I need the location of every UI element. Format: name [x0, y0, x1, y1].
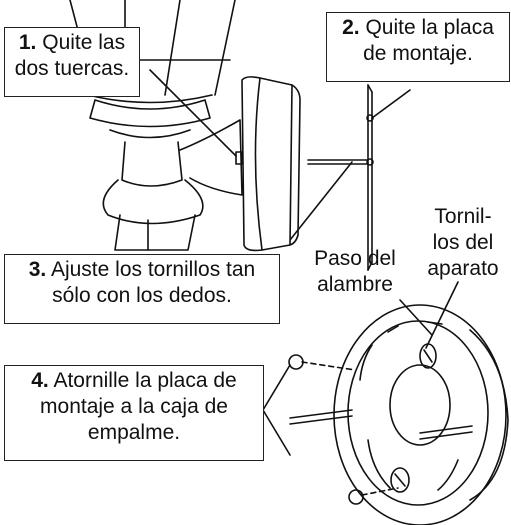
- step-3-number: 3.: [28, 258, 47, 281]
- step-4-line2: montaje a la caja de: [40, 395, 228, 418]
- leader-step2: [371, 89, 411, 119]
- step-3-callout: 3. Ajuste los tornillos tan sólo con los…: [4, 254, 280, 324]
- step-1-line2: dos tuercas.: [14, 57, 130, 80]
- step-4-line1: Atornille la placa de: [53, 369, 237, 392]
- fixture-screws-line2: los del: [432, 231, 494, 254]
- mounting-screws: [288, 354, 473, 505]
- fixture-screws-line1: Tornil-: [434, 205, 492, 228]
- wire-pass-line1: Paso del: [314, 247, 396, 270]
- step-2-callout: 2. Quite la placa de montaje.: [326, 12, 510, 82]
- leader-step4: [262, 364, 291, 456]
- step-2-line2: de montaje.: [363, 42, 473, 65]
- leader-step1: [149, 69, 237, 157]
- fixture-screws-label: Tornil- los del aparato: [416, 204, 510, 282]
- fixture-screws-line3: aparato: [427, 257, 499, 280]
- step-1-callout: 1. Quite las dos tuercas.: [4, 27, 140, 97]
- leader-screws: [425, 281, 459, 349]
- step-4-number: 4.: [31, 369, 49, 392]
- wire-pass-line2: alambre: [317, 273, 393, 296]
- step-1-number: 1.: [18, 31, 37, 54]
- mounting-arm: [179, 119, 243, 196]
- step-2-number: 2.: [342, 16, 360, 39]
- step-2-line1: Quite la placa: [365, 16, 494, 39]
- round-mounting-plate: [333, 304, 509, 525]
- leader-step3: [289, 161, 353, 241]
- step-3-line1: Ajuste los tornillos tan: [50, 258, 256, 281]
- wall-canopy: [241, 76, 301, 252]
- step-3-line2: sólo con los dedos.: [52, 284, 232, 307]
- wire-pass-label: Paso del alambre: [300, 246, 410, 298]
- step-1-line1: Quite las: [42, 31, 126, 54]
- step-4-callout: 4. Atornille la placa de montaje a la ca…: [4, 365, 264, 461]
- step-4-line3: empalme.: [87, 421, 181, 444]
- mounting-plate-side: [307, 84, 374, 271]
